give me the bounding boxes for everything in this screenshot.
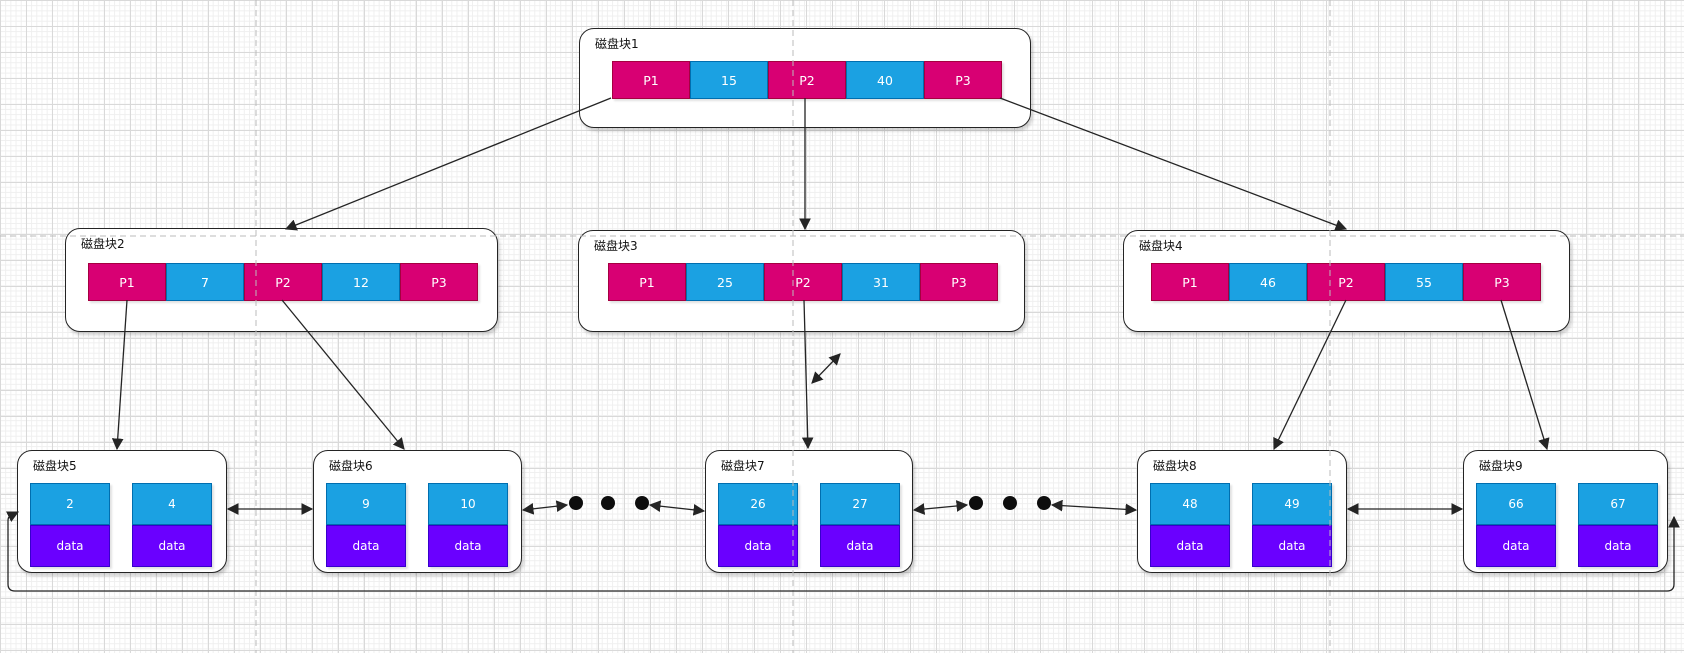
pointer-cell-P1[interactable]: P1 [612, 61, 690, 99]
leaf-link-block6-ellipsis[interactable] [521, 500, 569, 515]
pointer-cell-P1[interactable]: P1 [88, 263, 166, 301]
key-cell-15[interactable]: 15 [690, 61, 768, 99]
pointer-cell-P3[interactable]: P3 [1463, 263, 1541, 301]
leaf-key-2[interactable]: 2 [30, 483, 110, 525]
block-title: 磁盘块2 [81, 237, 125, 251]
ellipsis-dot[interactable] [969, 496, 983, 510]
leaf-data-cell[interactable]: data [718, 525, 798, 567]
block-title: 磁盘块3 [594, 239, 638, 253]
leaf-key-48[interactable]: 48 [1150, 483, 1230, 525]
leaf-key-4[interactable]: 4 [132, 483, 212, 525]
pointer-cell-P3[interactable]: P3 [400, 263, 478, 301]
leaf-data-cell[interactable]: data [1150, 525, 1230, 567]
leaf-data-cell[interactable]: data [820, 525, 900, 567]
pointer-cell-P2[interactable]: P2 [768, 61, 846, 99]
key-cell-12[interactable]: 12 [322, 263, 400, 301]
leaf-key-10[interactable]: 10 [428, 483, 508, 525]
ellipsis-dot[interactable] [1037, 496, 1051, 510]
pointer-cell-P1[interactable]: P1 [1151, 263, 1229, 301]
block-title: 磁盘块6 [329, 459, 373, 473]
edge-block1-p3-to-block4[interactable] [999, 97, 1348, 231]
block-title: 磁盘块5 [33, 459, 77, 473]
leaf-data-cell[interactable]: data [132, 525, 212, 567]
leaf-key-27[interactable]: 27 [820, 483, 900, 525]
ellipsis-dot[interactable] [1003, 496, 1017, 510]
pointer-cell-P3[interactable]: P3 [924, 61, 1002, 99]
key-cell-46[interactable]: 46 [1229, 263, 1307, 301]
ellipsis-dot[interactable] [635, 496, 649, 510]
block-title: 磁盘块1 [595, 37, 639, 51]
block-title: 磁盘块4 [1139, 239, 1183, 253]
stray-double-arrow[interactable] [811, 353, 841, 384]
leaf-data-cell[interactable]: data [1578, 525, 1658, 567]
leaf-data-cell[interactable]: data [1252, 525, 1332, 567]
leaf-link-block7-ellipsis[interactable] [912, 500, 969, 515]
pointer-cell-P3[interactable]: P3 [920, 263, 998, 301]
leaf-key-26[interactable]: 26 [718, 483, 798, 525]
leaf-data-cell[interactable]: data [428, 525, 508, 567]
leaf-key-9[interactable]: 9 [326, 483, 406, 525]
leaf-key-49[interactable]: 49 [1252, 483, 1332, 525]
leaf-key-66[interactable]: 66 [1476, 483, 1556, 525]
key-cell-25[interactable]: 25 [686, 263, 764, 301]
block-title: 磁盘块7 [721, 459, 765, 473]
key-cell-7[interactable]: 7 [166, 263, 244, 301]
edge-block1-p1-to-block2[interactable] [284, 97, 612, 231]
key-cell-31[interactable]: 31 [842, 263, 920, 301]
pointer-cell-P2[interactable]: P2 [764, 263, 842, 301]
leaf-link-ellipsis-block8[interactable] [1050, 499, 1138, 516]
ellipsis-dot[interactable] [601, 496, 615, 510]
block-title: 磁盘块9 [1479, 459, 1523, 473]
pointer-cell-P2[interactable]: P2 [1307, 263, 1385, 301]
pointer-cell-P2[interactable]: P2 [244, 263, 322, 301]
leaf-data-cell[interactable]: data [30, 525, 110, 567]
leaf-key-67[interactable]: 67 [1578, 483, 1658, 525]
ellipsis-dot[interactable] [569, 496, 583, 510]
leaf-data-cell[interactable]: data [326, 525, 406, 567]
key-cell-55[interactable]: 55 [1385, 263, 1463, 301]
leaf-data-cell[interactable]: data [1476, 525, 1556, 567]
key-cell-40[interactable]: 40 [846, 61, 924, 99]
leaf-link-ellipsis-block7[interactable] [648, 500, 706, 516]
pointer-cell-P1[interactable]: P1 [608, 263, 686, 301]
block-title: 磁盘块8 [1153, 459, 1197, 473]
